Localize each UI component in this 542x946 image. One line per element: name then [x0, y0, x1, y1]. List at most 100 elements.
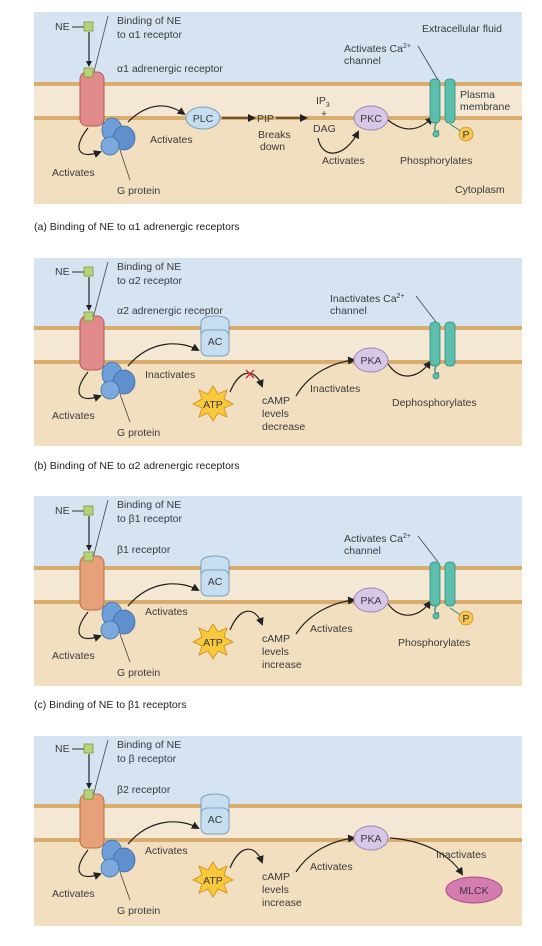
channel-label-line2: channel: [344, 55, 381, 67]
camp-line3: decrease: [262, 421, 305, 433]
pka-label: PKA: [360, 833, 381, 845]
phosphate-group: [458, 126, 474, 142]
binding-leader-line: [91, 261, 109, 323]
activates-left-label: Activates: [52, 167, 95, 179]
alpha1-receptor: [79, 71, 105, 127]
ac-label: AC: [208, 336, 223, 348]
activates-pka-label: Activates: [310, 623, 353, 635]
ne-molecule: [83, 21, 94, 32]
phosphate-label: P: [462, 129, 469, 141]
phosphate-label: P: [462, 613, 469, 625]
atp-to-camp-arrow: [229, 848, 264, 869]
breaks-line2: down: [260, 141, 285, 153]
g-protein-leader: [119, 633, 131, 663]
mlck-enzyme: [445, 876, 503, 904]
ne-label: NE: [55, 505, 70, 517]
activates-ac-label: Activates: [145, 606, 188, 618]
activates-pkc-label: Activates: [322, 155, 365, 167]
ne-molecule: [83, 266, 94, 277]
caption-c: (c) Binding of NE to β1 receptors: [34, 699, 187, 711]
pka-enzyme: [353, 825, 389, 851]
extracellular-label: Extracellular fluid: [422, 23, 502, 35]
receptor-label: β1 receptor: [117, 544, 171, 556]
inactivates-ac-arrow: [127, 343, 200, 367]
binding-line2: to α1 receptor: [117, 29, 183, 41]
membrane-region: [34, 566, 522, 604]
cytoplasm-label: Cytoplasm: [455, 184, 505, 196]
inactivates-pka-arrow: [295, 356, 356, 397]
camp-line2: levels: [262, 884, 289, 896]
g-protein-leader: [119, 149, 131, 181]
channel-leader: [415, 295, 437, 323]
bound-ne: [83, 789, 94, 800]
pka-dephosphorylates-arrow: [387, 360, 432, 377]
ne-molecule: [83, 743, 94, 754]
camp-line3: increase: [262, 659, 302, 671]
receptor-label: α2 adrenergic receptor: [117, 305, 223, 317]
g-protein-label: G protein: [117, 427, 160, 439]
blocked-x-icon: [245, 369, 255, 379]
g-protein-label: G protein: [117, 667, 160, 679]
pka-enzyme: [353, 347, 389, 373]
g-protein-leader: [119, 871, 131, 901]
plus-label: +: [321, 108, 327, 120]
binding-line2: to β1 receptor: [117, 513, 182, 525]
alpha2-receptor: [79, 315, 105, 371]
channel-leader: [417, 535, 439, 563]
bound-ne: [83, 551, 94, 562]
activates-pka-arrow: [295, 596, 356, 635]
channel-leader: [417, 45, 439, 81]
receptor-label: α1 adrenergic receptor: [117, 63, 223, 75]
dag-label: DAG: [313, 123, 336, 135]
ne-label: NE: [55, 743, 70, 755]
pka-label: PKA: [360, 595, 381, 607]
camp-line3: increase: [262, 897, 302, 909]
plc-enzyme: [185, 106, 221, 130]
ne-label: NE: [55, 21, 70, 33]
receptor-label: β2 receptor: [117, 784, 171, 796]
bound-ne: [83, 67, 94, 78]
activates-ac-label: Activates: [145, 845, 188, 857]
ne-molecule: [83, 505, 94, 516]
activates-ac-arrow: [127, 821, 200, 845]
binding-line1: Binding of NE: [117, 499, 181, 511]
beta2-receptor: [79, 793, 105, 849]
ca-channel: [429, 561, 456, 620]
atp-label: ATP: [203, 399, 223, 411]
camp-line2: levels: [262, 408, 289, 420]
plasma-membrane-line2: membrane: [460, 101, 510, 113]
pkc-phosphorylates-arrow: [387, 116, 434, 130]
inactivates-ac-label: Inactivates: [145, 369, 195, 381]
pkc-enzyme: [353, 105, 389, 131]
panel-b: NE Binding of NE to α2 receptor α2 adren…: [34, 258, 522, 472]
membrane-inner-line: [34, 838, 522, 842]
binding-leader-line: [91, 739, 109, 801]
bound-ne: [83, 311, 94, 322]
extracellular-region: [34, 736, 522, 804]
atp-burst: [192, 623, 234, 660]
panel-d: NE Binding of NE to β receptor β2 recept…: [34, 736, 522, 926]
extracellular-region: [34, 12, 522, 82]
channel-label-line1: Activates Ca2+: [344, 533, 411, 545]
g-protein-label: G protein: [117, 185, 160, 197]
activates-left-label: Activates: [52, 888, 95, 900]
phosphorylates-label: Phosphorylates: [400, 155, 472, 167]
channel-label-line1: Activates Ca2+: [344, 43, 411, 55]
atp-to-camp-arrow: [229, 372, 264, 393]
ac-body: [200, 569, 230, 597]
channel-label-line2: channel: [330, 305, 367, 317]
ac-label: AC: [208, 814, 223, 826]
pka-label: PKA: [360, 355, 381, 367]
extracellular-region: [34, 258, 522, 326]
binding-line1: Binding of NE: [117, 261, 181, 273]
pka-inactivates-mlck-arrow: [389, 837, 464, 876]
pip-label: PIP: [257, 113, 274, 125]
extracellular-region: [34, 496, 522, 566]
activates-left-label: Activates: [52, 410, 95, 422]
plc-label: PLC: [193, 113, 214, 125]
inactivates-mlck-label: Inactivates: [436, 849, 486, 861]
ac-label: AC: [208, 576, 223, 588]
ca-channel: [429, 321, 456, 380]
phosphate-group: [458, 610, 474, 626]
